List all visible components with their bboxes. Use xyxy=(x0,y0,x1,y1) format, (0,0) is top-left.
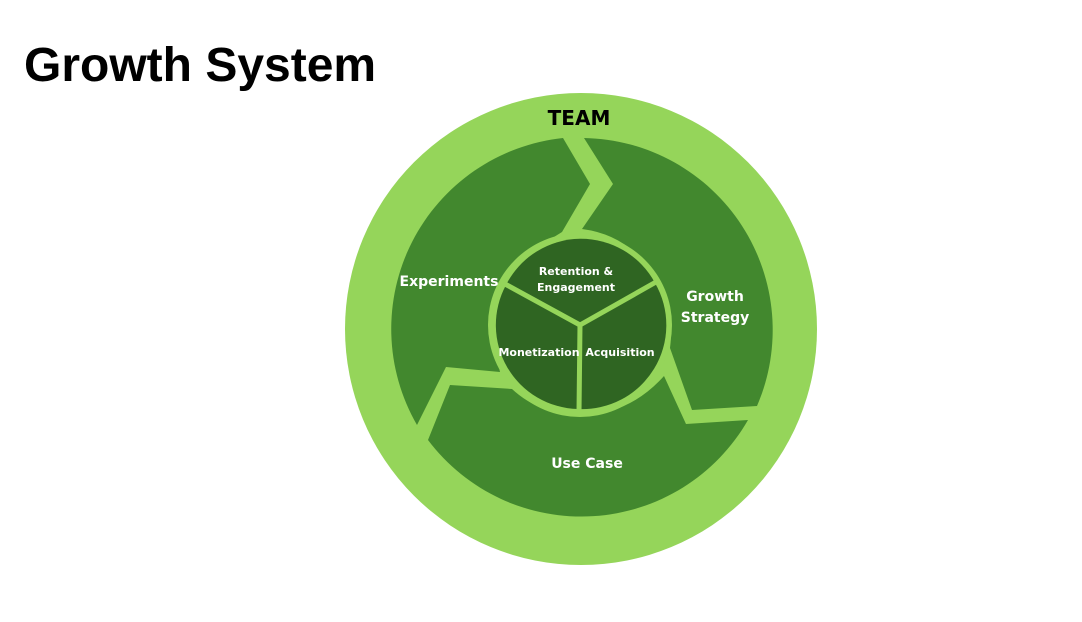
core-retention-label-line1: Retention & xyxy=(539,265,614,278)
segment-growth-strategy xyxy=(582,138,773,410)
segment-use-case-label: Use Case xyxy=(551,456,623,472)
segment-use-case xyxy=(428,376,748,517)
segment-growth-strategy-label-line1: Growth xyxy=(686,289,744,305)
segment-experiments-label: Experiments xyxy=(400,274,499,290)
segment-experiments xyxy=(391,138,590,425)
core-retention-label-line2: Engagement xyxy=(537,281,615,294)
page-title: Growth System xyxy=(24,39,377,92)
segment-growth-strategy-label-line2: Strategy xyxy=(681,310,749,326)
core-monetization-label: Monetization xyxy=(498,346,579,359)
core-acquisition-label: Acquisition xyxy=(585,346,654,359)
team-label: TEAM xyxy=(548,106,611,130)
core-dividers xyxy=(502,279,659,415)
